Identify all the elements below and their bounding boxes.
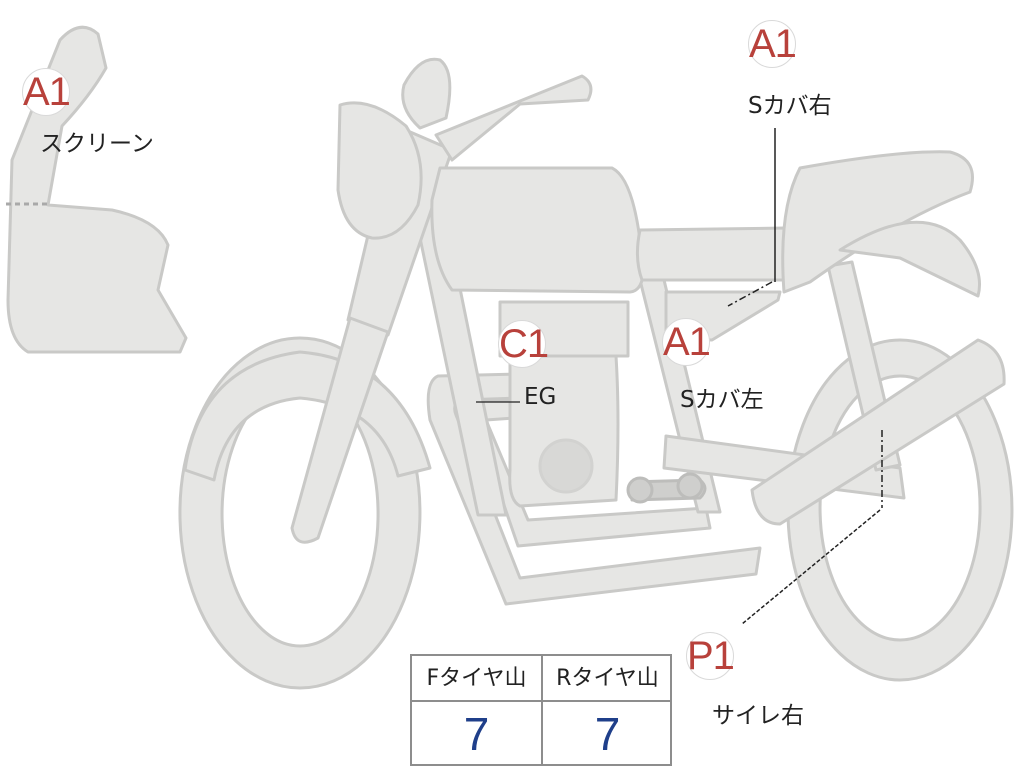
grade-badge-engine: C1: [498, 320, 549, 368]
header-rear-tire-tread: Rタイヤ山: [543, 656, 672, 702]
muffler: [750, 338, 1006, 526]
mirror: [401, 57, 452, 130]
grade-badge-side-cover-right: A1: [748, 20, 797, 68]
seat: [635, 226, 792, 282]
value-front-tire-tread: 7: [463, 708, 490, 760]
grade-badge-screen: A1: [22, 68, 71, 116]
label-screen: スクリーン: [40, 131, 154, 157]
handlebar: [434, 74, 593, 162]
engine-cover: [538, 438, 594, 494]
table-divider: [541, 656, 543, 764]
label-engine: EG: [524, 384, 557, 410]
front-fork-lower: [290, 316, 390, 544]
fuel-tank: [430, 166, 645, 294]
tire-tread-table: Fタイヤ山 Rタイヤ山 7 7: [410, 654, 672, 766]
label-side-cover-left: Sカバ左: [680, 387, 764, 413]
grade-badge-silencer-right: P1: [686, 632, 735, 680]
header-front-tire-tread: Fタイヤ山: [412, 656, 541, 702]
tail-cowl: [781, 150, 974, 294]
label-side-cover-right: Sカバ右: [748, 93, 832, 119]
rear-fender: [838, 220, 981, 298]
value-rear-tire-tread: 7: [594, 708, 621, 760]
headlight: [336, 101, 423, 240]
grade-badge-side-cover-left: A1: [662, 318, 711, 366]
label-silencer-right: サイレ右: [712, 703, 804, 729]
